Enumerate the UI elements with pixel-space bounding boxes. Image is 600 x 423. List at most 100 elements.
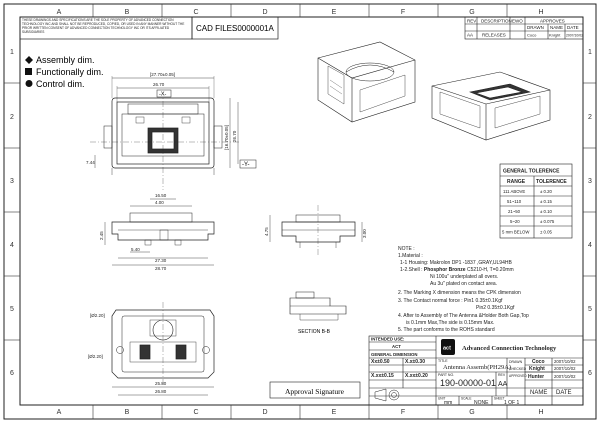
legend-circle-icon [25,80,33,87]
dim-side-h1: 4.75 [264,227,269,236]
rev-coco: Coco [527,33,537,38]
grid-row-right: 2 [588,114,592,121]
legend-assembly: Assembly dim. [36,55,95,65]
tol-row-tol: ± 0.20 [540,189,553,194]
grid-col-bottom: B [125,409,130,416]
disclaimer-fo: THESE DRAWINGS AND SPECIFICATIONS ARE TH… [22,18,185,34]
tb-intended-use: INTENDED USE: [371,337,405,342]
tb-approved: APPROVED [509,374,527,378]
dim-top-width-1: [27.70±0.05] [150,72,175,77]
grid-col-top: A [57,9,62,16]
section-view [289,291,347,321]
grid-row-right: 3 [588,178,592,185]
tol-row-tol: ± 0.05 [540,230,553,235]
tolerance-table [499,163,573,239]
notes-au: Au 3u" plated on contact area. [430,281,497,287]
grid-col-bottom: E [332,409,337,416]
tb-company: Advanced Connection Technology [462,345,557,352]
grid-ticks [4,4,596,419]
grid-rows-left: 1 2 3 4 5 6 [10,49,14,377]
tb-scale-label: SCALE [461,397,471,401]
grid-col-bottom: G [469,409,474,416]
tol-row-range: 111 ABOVE [503,189,525,194]
notes-n4: 4. After to Assembly of The Antenna &Hol… [398,313,529,319]
tol-row-tol: ± 0.075 [540,219,555,224]
dim-front-w2: 5.40 [131,247,140,252]
grid-row-left: 3 [10,178,14,185]
side-view [269,205,363,255]
notes-ni: Ni 100u" underplated all overs. [430,274,498,280]
grid-col-bottom: H [538,409,543,416]
y-datum-label: -Y- [242,162,249,168]
tb-part-no: 190-00000-01 [440,378,496,388]
tol-row-tol: ± 0.10 [540,209,553,214]
iso-view-1 [317,41,416,123]
section-label: SECTION B-B [298,329,331,335]
tb-tol-2: X.x±0.30 [405,359,425,365]
rev-desc-header: DESCRIPTION [481,19,512,24]
tb-hunter: Hunter [528,374,544,380]
top-view [90,76,240,190]
revision-table [464,16,584,40]
tb-rev: AA [498,381,508,388]
grid-col-top: D [262,9,267,16]
approval-label: Approval Signature [285,387,345,396]
logo-text: act [443,346,451,352]
approval-box [269,381,361,399]
tol-row-range: 5~20 [510,219,520,224]
tol-range-header: RANGE [507,179,526,185]
grid-columns-top: A B C D E F G H [57,9,544,16]
grid-col-top: E [332,9,337,16]
dim-front-w4: 28.70 [155,266,167,271]
dim-bottom-d1: [Ø2.20] [88,354,103,359]
notes-title: NOTE : [398,246,415,252]
dim-front-w1: 16.50 [155,193,167,198]
grid-columns-bottom: A B C D E F G H [57,409,544,416]
rev-drawn-label: DRAWN [527,25,544,30]
tb-tol-1: Xx±0.50 [371,359,390,365]
tb-date2: 2007/10/02 [554,366,576,371]
notes-housing: 1-1 Housing: Makrolon DP1 -1837 ,GRAY,UL… [400,260,512,266]
title-block [368,335,584,406]
grid-col-top: H [538,9,543,16]
legend-functionally: Functionally dim. [36,67,104,77]
dim-right-h1: [16.70±0.05] [224,125,229,150]
disclaimer-text: THESE DRAWINGS AND SPECIFICATIONS ARE TH… [22,18,185,34]
notes-shell-b: Phosphor Bronze [424,267,466,273]
notes-material: 1.Material : [398,253,423,259]
rev-ewo-header: EWO [512,19,523,24]
tb-scale: NONE [474,400,489,406]
tb-title: Antenna Assemb(PH29A) [443,364,511,371]
tol-row-range: 5 mm BELOW [502,230,530,235]
grid-row-right: 5 [588,306,592,313]
grid-row-left: 4 [10,242,14,249]
tb-checked: CHECKED [509,367,527,371]
front-view [104,198,215,266]
tol-title: GENERAL TOLERENCE [503,169,560,175]
notes-shell-a: 1-2.Shell : [400,267,424,273]
notes-n2a: 2. The Marking [398,290,433,296]
tb-date3: 2007/10/02 [554,374,576,379]
notes-n3b: Pin2 0.35±0.1Kgf [476,305,515,311]
tb-rev-label: REV [498,373,506,377]
cad-file-value: S0000001A [232,24,274,33]
rev-header: REV [467,19,476,24]
x-datum-box [156,89,172,98]
rev-knight: Knight [549,33,561,38]
tb-unit: mm [444,400,452,406]
grid-col-bottom: A [57,409,62,416]
grid-row-left: 5 [10,306,14,313]
grid-row-right: 4 [588,242,592,249]
tb-sheet-label: SHEET [494,397,505,401]
y-datum-box [239,159,257,169]
grid-row-left: 1 [10,49,14,56]
tb-date-label: DATE [556,390,572,396]
inner-frame [19,16,584,406]
rev-row-rev: AA [467,33,473,38]
cad-file-box [191,16,279,40]
tb-sheet: 1 OF 1 [504,400,520,406]
grid-row-left: 2 [10,114,14,121]
grid-row-left: 6 [10,370,14,377]
cad-file-label: CAD FILE: [196,24,234,33]
